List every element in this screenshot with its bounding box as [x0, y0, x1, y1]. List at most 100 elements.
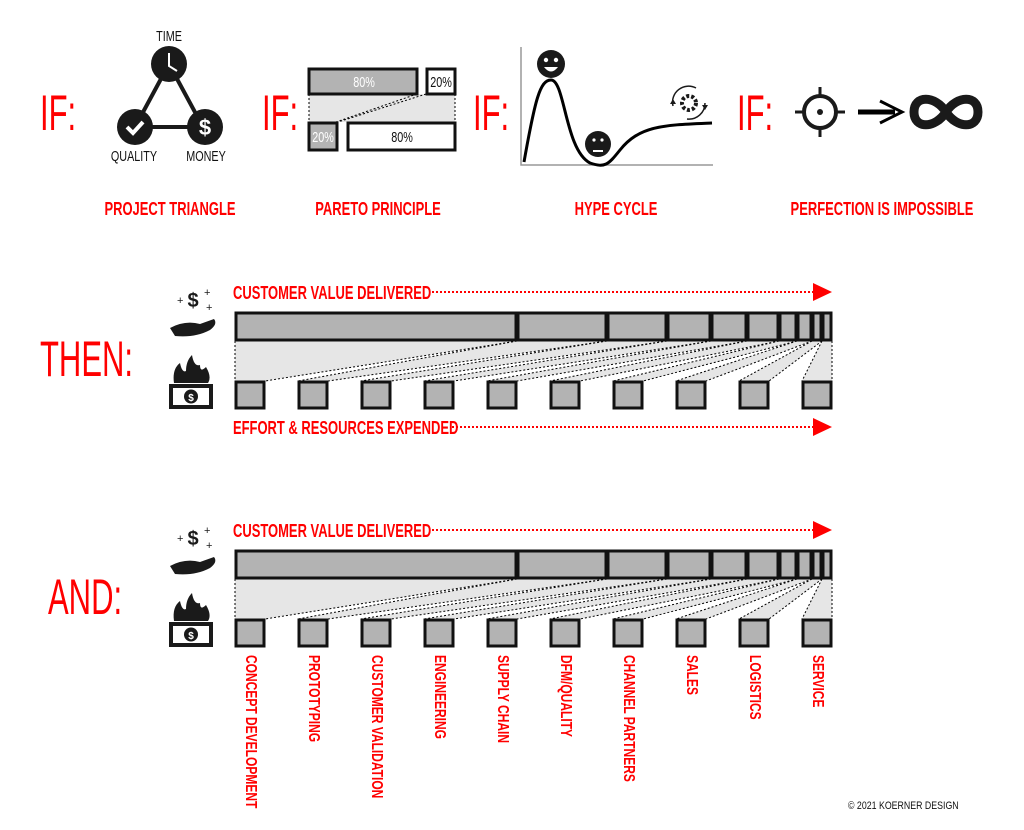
- connector-line: [327, 340, 608, 382]
- coin: [184, 627, 198, 642]
- effort-box: [675, 380, 707, 410]
- pareto-top-small: 20%: [430, 74, 452, 91]
- effort-box: [234, 618, 266, 648]
- connector-line: [516, 578, 748, 620]
- connector-line: [801, 578, 823, 620]
- connector-line: [390, 340, 668, 382]
- coin: [184, 389, 198, 404]
- stage-label: PROTOTYPING: [305, 655, 322, 743]
- connector-line: [423, 578, 668, 620]
- gear-cycle-icon: [670, 85, 708, 120]
- effort-box: [738, 618, 770, 648]
- connector: [613, 341, 797, 381]
- effort-box: [486, 618, 518, 648]
- connector-line: [642, 578, 798, 620]
- and-label: AND:: [48, 569, 123, 625]
- connector-line: [675, 578, 798, 620]
- value-label-2: CUSTOMER VALUE DELIVERED: [233, 521, 432, 541]
- project-triangle-title: PROJECT TRIANGLE: [104, 199, 236, 219]
- value-bar-segment: [778, 311, 798, 342]
- connector: [361, 341, 667, 381]
- effort-box: [612, 380, 644, 410]
- value-bar-segment: [606, 311, 668, 342]
- burning-money-icon: $: [169, 355, 213, 409]
- connector: [298, 341, 607, 381]
- check-icon: [117, 109, 153, 145]
- hand-shape: [170, 557, 216, 575]
- connector: [424, 579, 711, 619]
- stage-label: LOGISTICS: [746, 655, 763, 720]
- dollar-sign: $: [187, 528, 198, 550]
- effort-box: [549, 618, 581, 648]
- if-label-3: IF:: [473, 85, 510, 141]
- connector-line: [453, 340, 712, 382]
- connector-line: [612, 340, 780, 382]
- plus: +: [204, 525, 210, 537]
- connector: [235, 579, 517, 619]
- value-bar-segment: [821, 311, 833, 342]
- connector-line: [327, 578, 608, 620]
- connector: [802, 579, 832, 619]
- perfection-title: PERFECTION IS IMPOSSIBLE: [790, 199, 974, 219]
- effort-box: [423, 618, 455, 648]
- value-label-1: CUSTOMER VALUE DELIVERED: [233, 283, 432, 303]
- value-bar-segment: [796, 311, 813, 342]
- value-bar-segment: [811, 549, 823, 580]
- pareto-bottom-big: 80%: [391, 129, 413, 146]
- if-label-4: IF:: [737, 85, 774, 141]
- effort-box: [297, 380, 329, 410]
- connector: [298, 579, 607, 619]
- connector: [487, 341, 747, 381]
- connector-line: [801, 340, 823, 382]
- effort-box: [423, 380, 455, 410]
- value-bar-segment: [746, 311, 780, 342]
- value-bar-segment: [516, 311, 608, 342]
- connector-line: [516, 340, 748, 382]
- plus: +: [206, 540, 212, 552]
- connector-line: [390, 578, 668, 620]
- connector: [487, 579, 747, 619]
- connector-line: [486, 578, 712, 620]
- copyright: © 2021 KOERNER DESIGN: [848, 800, 959, 812]
- connector-line: [297, 578, 518, 620]
- value-bar-segment: [606, 549, 668, 580]
- svg-text:$: $: [199, 115, 211, 140]
- if-label-2: IF:: [262, 85, 299, 141]
- connector-line: [297, 340, 518, 382]
- plus: +: [204, 287, 210, 299]
- connector-line: [579, 578, 780, 620]
- plus: +: [177, 295, 183, 307]
- connector: [676, 579, 812, 619]
- connector-line: [705, 340, 813, 382]
- value-bar-segment: [746, 549, 780, 580]
- connector-line: [642, 340, 798, 382]
- dollar-sign: $: [188, 631, 194, 642]
- connector-line: [705, 578, 813, 620]
- effort-box: [360, 380, 392, 410]
- effort-box: [360, 618, 392, 648]
- time-label: TIME: [156, 28, 182, 45]
- arrow-head: [813, 283, 832, 301]
- plus: +: [177, 533, 183, 545]
- connector-line: [768, 340, 823, 382]
- arrow-right-icon: [858, 99, 906, 125]
- value-bar-segment: [778, 549, 798, 580]
- connector: [550, 341, 779, 381]
- connector-line: [453, 578, 712, 620]
- stage-label: CUSTOMER VALIDATION: [368, 655, 385, 799]
- connector-line: [486, 340, 712, 382]
- effort-box: [234, 380, 266, 410]
- stage-label: DFM/QUALITY: [557, 655, 574, 737]
- value-bar-segment: [796, 549, 813, 580]
- arrow-head: [813, 521, 832, 539]
- dollar-sign: $: [187, 290, 198, 312]
- value-bar-segment: [666, 549, 712, 580]
- value-bar-segment: [234, 549, 518, 580]
- target-icon: [795, 87, 845, 137]
- connector: [802, 341, 832, 381]
- value-bar-segment: [516, 549, 608, 580]
- effort-box: [612, 618, 644, 648]
- value-bar-segment: [821, 549, 833, 580]
- hype-cycle-title: HYPE CYCLE: [574, 199, 658, 219]
